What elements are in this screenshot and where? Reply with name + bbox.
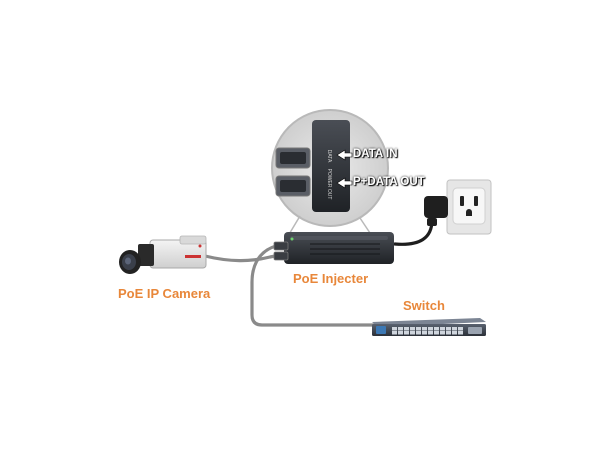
- port-marking-data: DATA: [326, 150, 332, 163]
- ip-camera: [119, 235, 207, 274]
- arrow-left-icon: [336, 149, 353, 161]
- switch-label: Switch: [403, 298, 445, 313]
- poe-injector-device: [273, 232, 394, 264]
- power-outlet-icon: [424, 179, 492, 235]
- camera-cable: [203, 252, 287, 263]
- cables: [203, 244, 382, 327]
- port-marking-power-out: POWER OUT: [326, 169, 332, 200]
- power-data-out-label: P+DATA OUT: [353, 176, 425, 188]
- data-in-label: DATA IN: [353, 148, 398, 160]
- network-switch: [372, 318, 486, 336]
- zoom-inset: DATA POWER OUT: [271, 109, 389, 237]
- injector-label: PoE Injecter: [293, 271, 369, 286]
- arrow-left-icon: [336, 177, 353, 189]
- switch-cable: [250, 244, 382, 327]
- camera-label: PoE IP Camera: [118, 286, 211, 301]
